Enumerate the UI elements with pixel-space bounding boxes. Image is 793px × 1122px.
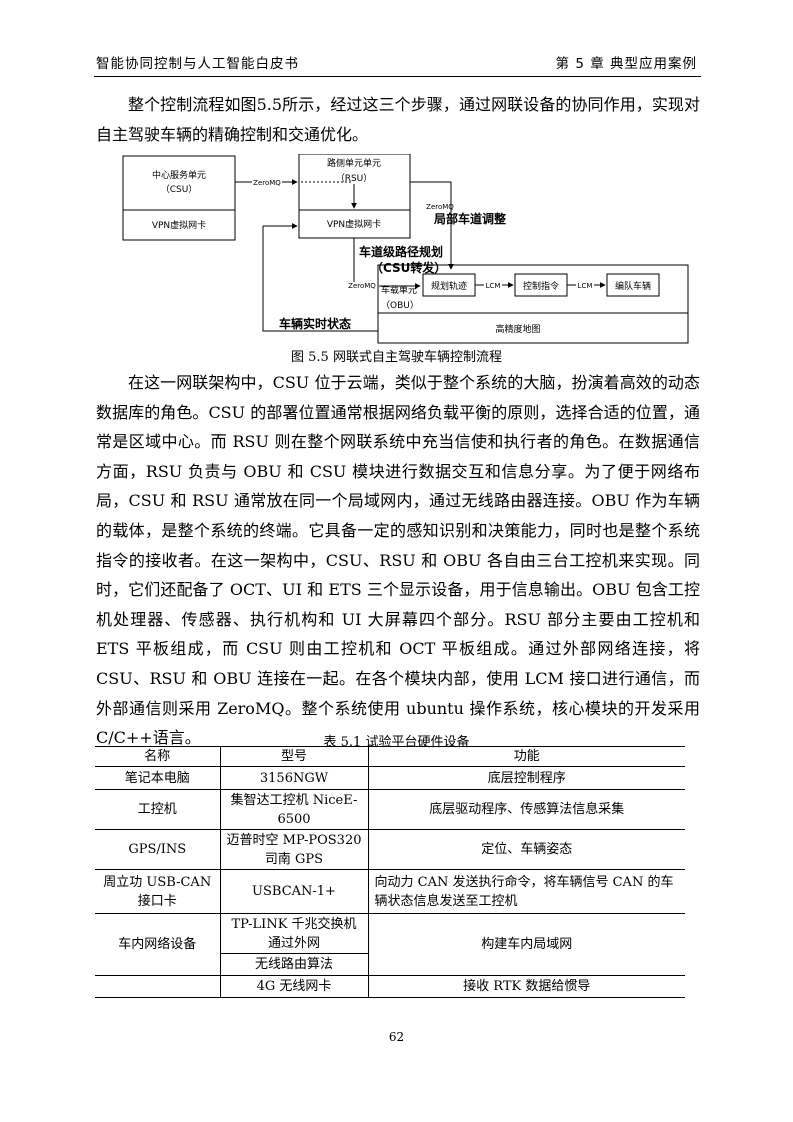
csu-title: 中心服务单元 (152, 169, 206, 181)
hardware-table: 名称 型号 功能 笔记本电脑 3156NGW 底层控制程序 工控机 集智达工控机… (95, 746, 685, 998)
obu-subtitle: （OBU） (381, 300, 419, 311)
rsu-to-track-arrow (410, 181, 454, 270)
running-header-chapter: 第 5 章 典型应用案例 (555, 56, 697, 72)
hd-map-box (377, 312, 689, 344)
obu-title: 车载单元 (381, 284, 417, 296)
cell-model: 集智达工控机 NiceE-6500 (219, 789, 369, 830)
zeromq-label-3: ZeroMQ (348, 282, 376, 290)
lane-plan-label: 车道级路径规划 (359, 244, 443, 259)
cell-model: TP-LINK 千兆交换机通过外网 (219, 913, 369, 954)
header-function: 功能 (367, 746, 685, 767)
cell-name: 周立功 USB-CAN 接口卡 (95, 869, 221, 914)
cell-function: 接收 RTK 数据给惯导 (367, 975, 685, 998)
cell-function: 底层控制程序 (367, 766, 685, 790)
lcm-label-1: LCM (486, 282, 501, 290)
intro-paragraph: 整个控制流程如图5.5所示，经过这三个步骤，通过网联设备的协同作用，实现对自主驾… (96, 95, 700, 144)
rsu-vpn-label: VPN虚拟网卡 (327, 218, 381, 230)
body-paragraph: 在这一网联架构中，CSU 位于云端，类似于整个系统的大脑，扮演着高效的动态数据库… (96, 373, 700, 748)
platoon-box (606, 273, 660, 297)
cell-function: 底层驱动程序、传感算法信息采集 (367, 789, 685, 830)
cell-model: 无线路由算法 (220, 953, 368, 976)
vehicle-state-label: 车辆实时状态 (279, 316, 351, 331)
table-row: 无线路由算法 (95, 953, 685, 976)
cell-model: USBCAN-1+ (219, 869, 369, 914)
figure-caption: 图 5.5 网联式自主驾驶车辆控制流程 (291, 350, 502, 365)
table-row: 车内网络设备 TP-LINK 千兆交换机通过外网 构建车内局域网 (95, 913, 685, 976)
lcm-label-2: LCM (578, 282, 593, 290)
header-name: 名称 (95, 746, 221, 767)
cell-model: 4G 无线网卡 (219, 975, 369, 998)
cell-name: 工控机 (95, 789, 221, 830)
rsu-title: 路侧单元单元 (327, 157, 381, 169)
cell-model: 3156NGW (219, 766, 369, 790)
cell-model: 迈普时空 MP-POS320 司南 GPS (219, 829, 369, 870)
cell-function: 构建车内局域网 (367, 913, 685, 976)
table-row: 4G 无线网卡 接收 RTK 数据给惯导 (95, 975, 685, 998)
cell-function: 定位、车辆姿态 (367, 829, 685, 870)
cell-name: GPS/INS (95, 829, 221, 870)
cell-name (95, 975, 221, 998)
zeromq-label-1: ZeroMQ (253, 179, 281, 187)
header-rule (94, 76, 701, 77)
table-row: GPS/INS 迈普时空 MP-POS320 司南 GPS 定位、车辆姿态 (95, 829, 685, 870)
control-cmd-label: 控制指令 (523, 280, 559, 292)
cell-function: 向动力 CAN 发送执行命令，将车辆信号 CAN 的车辆状态信息发送至工控机 (367, 869, 685, 914)
table-row: 工控机 集智达工控机 NiceE-6500 底层驱动程序、传感算法信息采集 (95, 789, 685, 830)
cell-name: 笔记本电脑 (95, 766, 221, 790)
table-row: 周立功 USB-CAN 接口卡 USBCAN-1+ 向动力 CAN 发送执行命令… (95, 869, 685, 914)
page-number: 62 (388, 1030, 405, 1044)
plan-track-label: 规划轨迹 (431, 280, 467, 292)
lane-plan-sub: （CSU转发） (371, 260, 446, 275)
local-adjust-label: 局部车道调整 (434, 211, 506, 226)
rsu-subtitle: （RSU） (336, 173, 373, 184)
vehicle-state-line (262, 226, 378, 332)
platoon-label: 编队车辆 (615, 280, 651, 292)
running-header-title: 智能协同控制与人工智能白皮书 (96, 56, 299, 72)
table-row: 笔记本电脑 3156NGW 底层控制程序 (95, 766, 685, 790)
csu-subtitle: （CSU） (161, 184, 198, 195)
control-flow-figure: 中心服务单元 （CSU） VPN虚拟网卡 路侧单元单元 （RSU） VPN虚拟网… (122, 154, 689, 344)
zeromq-label-2: ZeroMQ (426, 203, 454, 211)
cell-name: 车内网络设备 (95, 913, 221, 976)
csu-box (122, 155, 236, 241)
table-header-row: 名称 型号 功能 (95, 746, 685, 767)
hd-map-label: 高精度地图 (495, 323, 540, 335)
csu-vpn-label: VPN虚拟网卡 (152, 219, 206, 231)
header-model: 型号 (219, 746, 369, 767)
